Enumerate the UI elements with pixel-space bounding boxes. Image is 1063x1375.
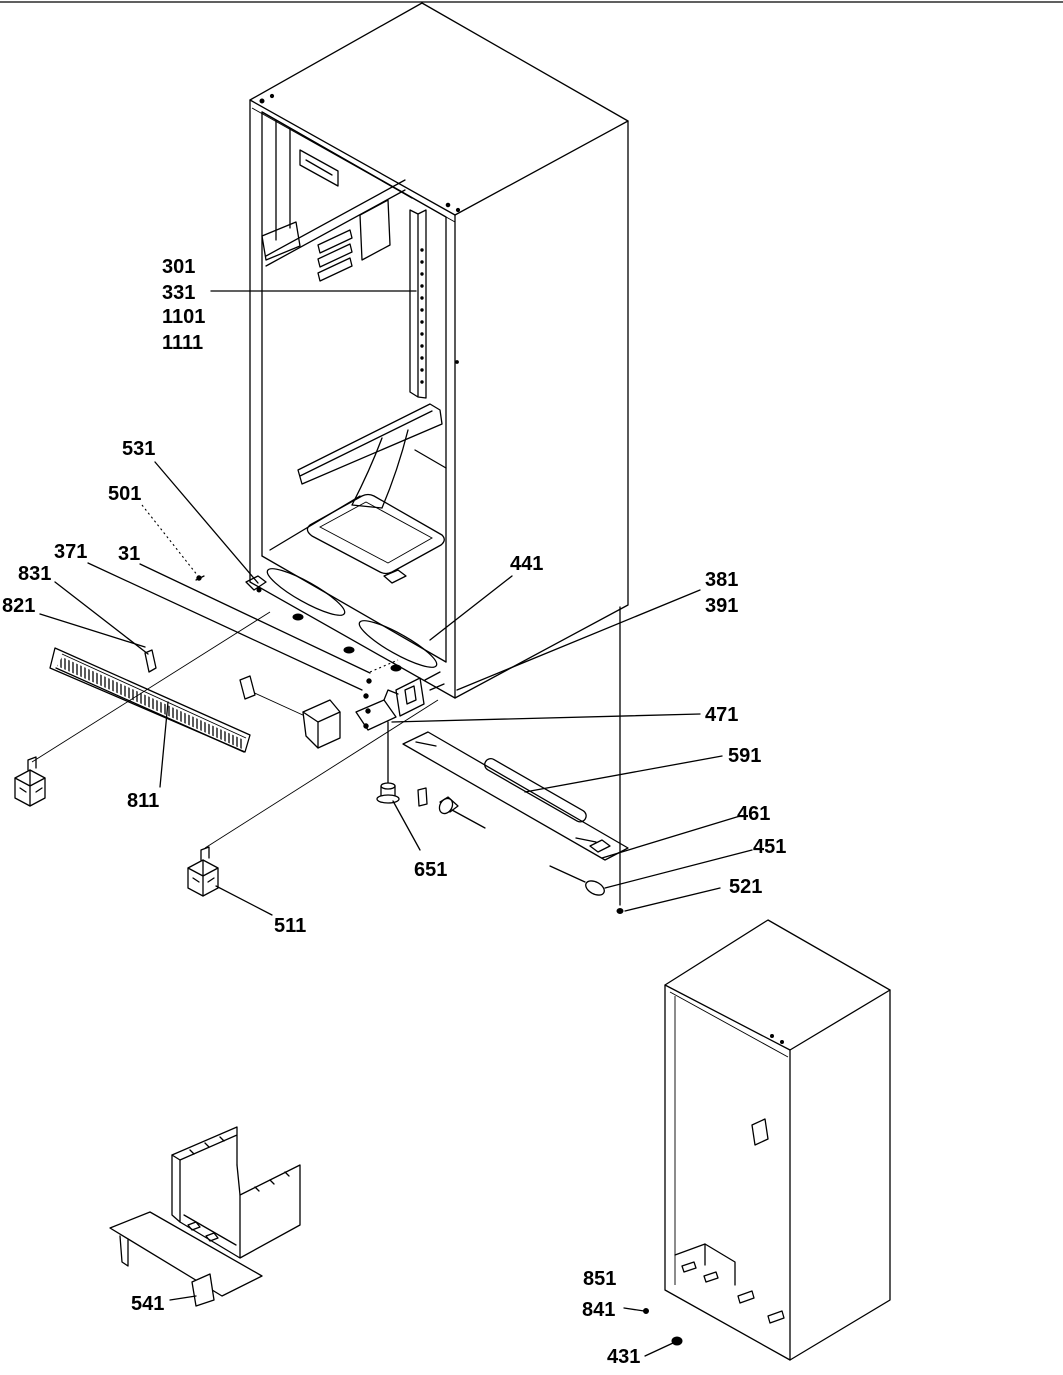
callout-431: 431 [607, 1346, 640, 1368]
screw-431 [671, 1336, 683, 1346]
compressor-bracket-frame [171, 1126, 301, 1259]
plinth-cutout-right [358, 620, 438, 668]
leader-lines [39, 290, 753, 1357]
callout-591: 591 [728, 745, 761, 767]
mounting-guide-line [204, 699, 439, 849]
leader-541 [169, 1295, 197, 1301]
leader-471 [391, 713, 701, 723]
rear-cabinet-view [664, 919, 891, 1361]
crisper-pan-inner [319, 501, 433, 564]
shelf-standard [409, 209, 427, 399]
callout-labels: 301 331 1101 1111 531 501 371 31 831 821… [2, 256, 786, 1368]
interior-ceiling-edge [261, 111, 413, 241]
callout-471: 471 [705, 704, 738, 726]
plinth-cutout-left [266, 568, 346, 616]
cabinet-top-panel [249, 2, 629, 216]
callout-811: 811 [127, 790, 159, 812]
callout-1101: 1101 [162, 306, 205, 328]
leader-461 [601, 815, 741, 859]
leader-651 [392, 800, 421, 851]
grille-bracket-31 [302, 699, 341, 749]
callout-851: 851 [583, 1268, 616, 1290]
upper-shelf-rail [265, 179, 406, 267]
leader-531 [154, 461, 259, 584]
leader-831 [54, 581, 149, 655]
crisper-pan-recess [306, 493, 445, 575]
interior-floor-edge [269, 449, 447, 551]
control-housing [359, 199, 391, 261]
hinge-bracket-assembly [355, 659, 445, 731]
leader-591 [524, 755, 723, 793]
leader-811 [159, 701, 169, 788]
mounting-guide-line [247, 689, 306, 717]
callout-31: 31 [118, 543, 140, 565]
control-slot [317, 229, 353, 254]
callout-541: 541 [131, 1293, 164, 1315]
callout-301: 301 [162, 256, 195, 278]
leader-431 [644, 1342, 674, 1357]
control-slot [317, 243, 353, 268]
floor-tab [383, 569, 407, 584]
cabinet-plinth-top [261, 555, 447, 663]
callout-451: 451 [753, 836, 786, 858]
leader-821 [39, 613, 146, 648]
callout-651: 651 [414, 859, 447, 881]
bracket-base-plate [109, 1211, 263, 1307]
callout-511: 511 [274, 915, 306, 937]
callout-531: 531 [122, 438, 155, 460]
top-screw [455, 207, 461, 213]
leader-441 [429, 575, 513, 641]
callout-381: 381 [705, 569, 738, 591]
leader-501 [141, 504, 199, 577]
grille-clip-831 [144, 649, 157, 673]
callout-501: 501 [108, 483, 141, 505]
hinge-bracket-left [14, 756, 46, 807]
lower-divider-rail [297, 403, 443, 485]
leader-851-841 [623, 1307, 645, 1312]
callout-371: 371 [54, 541, 87, 563]
leader-371 [87, 562, 363, 691]
cabinet-side-panel [454, 120, 629, 699]
cabinet-base-front-edge [249, 581, 456, 699]
callout-391: 391 [705, 595, 738, 617]
callout-441: 441 [510, 553, 543, 575]
main-cabinet [249, 2, 629, 699]
callout-521: 521 [729, 876, 762, 898]
base-cap [292, 613, 304, 621]
leader-381-391 [456, 589, 701, 691]
door-hinge-upper [261, 221, 301, 261]
callout-1111: 1111 [162, 332, 203, 354]
interior-upper-box [299, 149, 339, 187]
callout-461: 461 [737, 803, 770, 825]
mounting-guide-line [31, 611, 271, 763]
screw-521 [616, 606, 624, 914]
leader-511 [215, 885, 273, 916]
callout-831: 831 [18, 563, 51, 585]
leader-31 [139, 563, 371, 674]
base-plate-591 [402, 731, 629, 861]
screw-501 [195, 575, 205, 581]
top-screw [445, 202, 451, 208]
top-screw [269, 93, 275, 99]
grille-clip-821 [239, 675, 256, 700]
base-cap [390, 664, 402, 672]
roller-pin-assembly [417, 787, 486, 829]
leveling-leg-651 [376, 721, 400, 804]
callout-331: 331 [162, 282, 195, 304]
callout-821: 821 [2, 595, 35, 617]
hinge-bracket-511 [187, 846, 219, 897]
leader-521 [624, 887, 721, 912]
base-cap [343, 646, 355, 654]
control-slot [317, 257, 353, 282]
pin-451 [549, 865, 605, 896]
toe-grille [49, 647, 251, 753]
leader-451 [604, 849, 753, 889]
callout-841: 841 [582, 1299, 615, 1321]
side-hole [455, 360, 459, 364]
top-screw [259, 98, 265, 104]
